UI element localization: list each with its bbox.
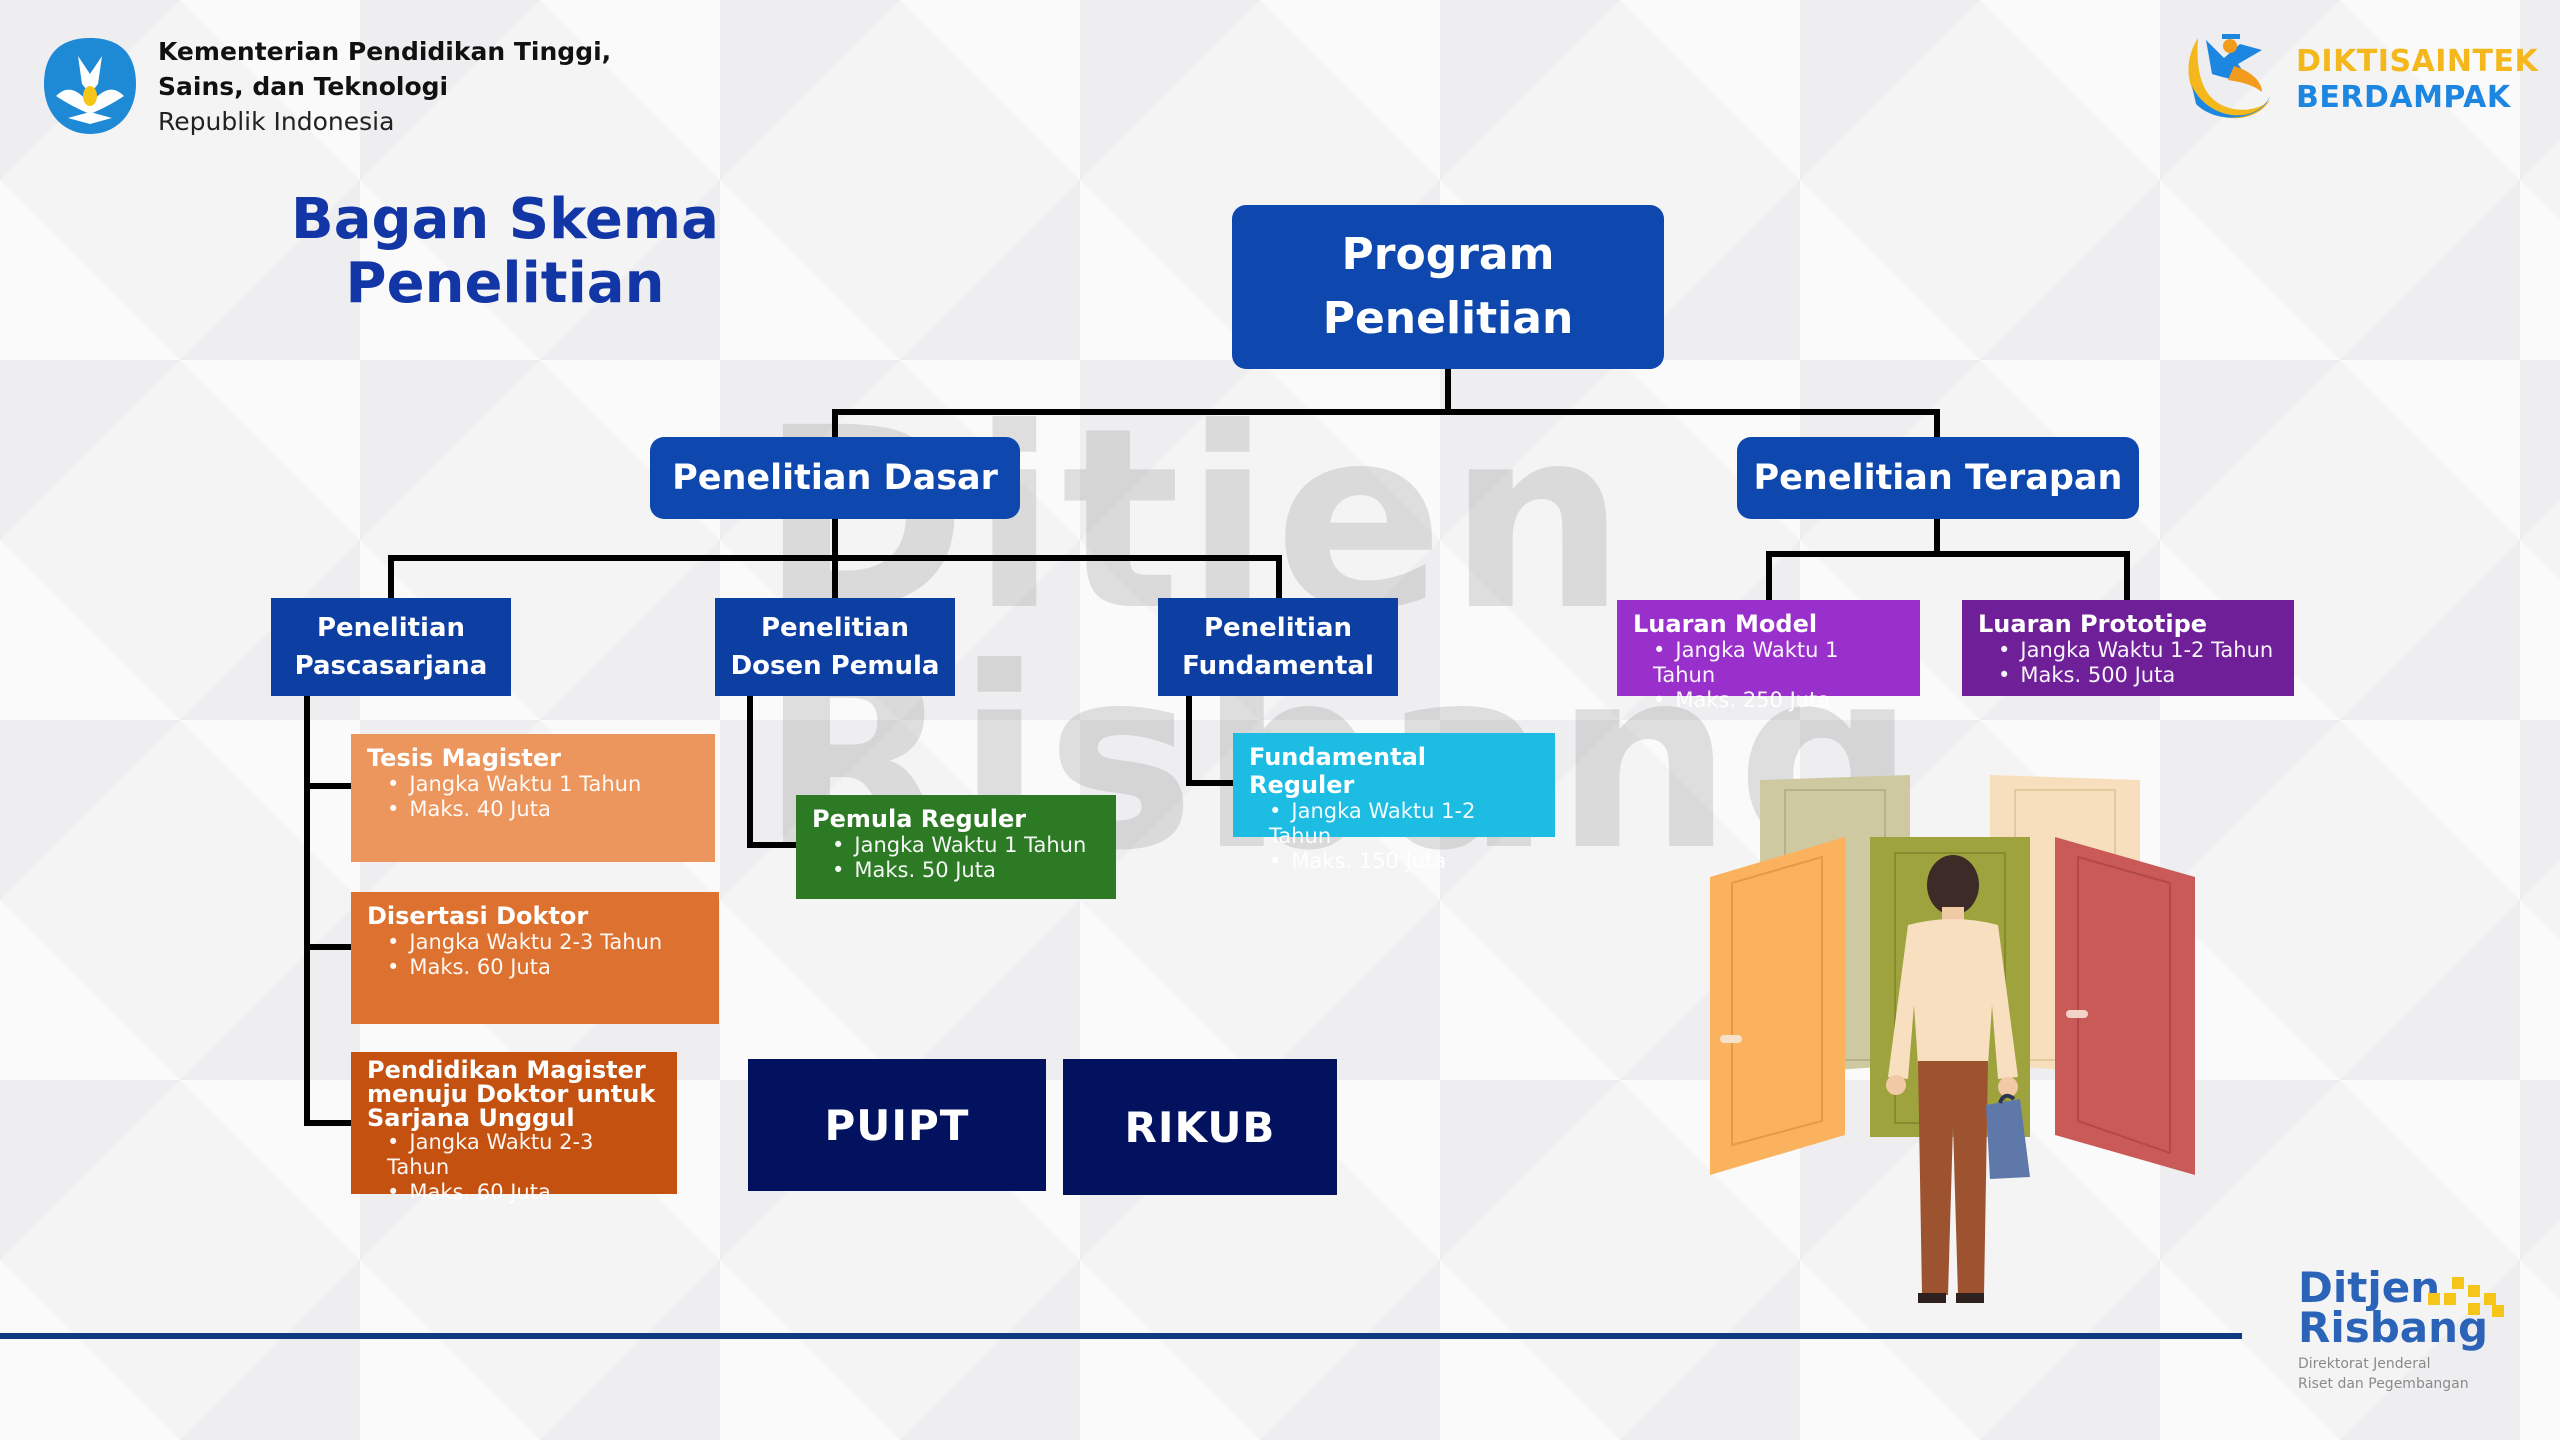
diktisaintek-figure-icon [2188,34,2270,119]
node-root-line2: Penelitian [1322,293,1574,344]
scheme-title-line1: Pendidikan Magister [367,1056,646,1084]
connector-to-pemula [747,842,797,848]
node-dosen-line2: Dosen Pemula [730,651,940,681]
connector-to-fundreg [1186,780,1234,786]
connector-to-luaran-prototipe [2124,551,2130,601]
program-puipt-label: PUIPT [824,1100,970,1150]
page-title: Bagan Skema Penelitian [240,188,770,316]
scheme-budget: Maks. 50 Juta [832,858,1100,883]
connector-to-dasar [832,409,838,439]
connector-root-down [1445,369,1451,413]
scheme-budget: Maks. 40 Juta [387,797,699,822]
scheme-duration: Jangka Waktu 1 Tahun [1653,638,1904,688]
scheme-tesis-magister: Tesis Magister Jangka Waktu 1 Tahun Maks… [351,734,715,862]
doors-illustration [1690,765,2290,1345]
node-root-line1: Program [1341,229,1555,280]
node-pasca-line1: Penelitian [316,613,466,643]
scheme-duration: Jangka Waktu 1 Tahun [832,833,1100,858]
page-title-line2: Penelitian [345,251,665,316]
footer-divider [0,1333,2242,1339]
scheme-budget: Maks. 150 Juta [1269,849,1539,874]
ministry-name-line2: Sains, dan Teknologi [158,72,449,101]
ditjen-sub2: Riset dan Pegembangan [2298,1376,2469,1392]
scheme-duration: Jangka Waktu 2-3 Tahun [387,1130,661,1180]
connector-fund-trunk [1186,696,1192,786]
node-program-penelitian: Program Penelitian [1232,205,1664,369]
node-penelitian-dasar-label: Penelitian Dasar [672,458,998,498]
connector-to-disertasi [304,944,352,950]
brand-name: DIKTISAINTEK BERDAMPAK [2296,44,2538,116]
ditjen-line2: Risbang [2298,1303,2489,1352]
scheme-duration: Jangka Waktu 1 Tahun [387,772,699,797]
ministry-name-line1: Kementerian Pendidikan Tinggi, [158,37,612,66]
tut-wuri-handayani-icon [44,38,136,134]
connector-level1-bar [832,409,1940,415]
scheme-title: Fundamental Reguler [1249,743,1427,799]
scheme-title-line3: Sarjana Unggul [367,1104,575,1132]
scheme-budget: Maks. 500 Juta [1998,663,2278,688]
node-penelitian-dosen-pemula: Penelitian Dosen Pemula [715,598,955,696]
connector-dosen-trunk [747,696,753,848]
scheme-title: Luaran Prototipe [1978,610,2208,638]
scheme-fundamental-reguler: Fundamental Reguler Jangka Waktu 1-2 Tah… [1233,733,1555,873]
node-penelitian-dasar: Penelitian Dasar [650,437,1020,519]
diktisaintek-logo [2178,30,2274,126]
connector-to-dosen [832,555,838,599]
node-penelitian-terapan-label: Penelitian Terapan [1753,458,2123,498]
connector-terapan-bar [1766,551,2130,557]
scheme-title: Tesis Magister [367,744,561,772]
scheme-duration: Jangka Waktu 1-2 Tahun [1269,799,1539,849]
scheme-title: Pemula Reguler [812,805,1027,833]
connector-to-pmdsu [304,1120,352,1126]
scheme-title: Luaran Model [1633,610,1818,638]
node-dosen-line1: Penelitian [760,613,910,643]
program-puipt: PUIPT [748,1059,1046,1191]
connector-to-luaran-model [1766,551,1772,601]
ditjen-line1: Ditjen [2298,1263,2441,1312]
connector-pasca-trunk [304,696,310,1126]
node-fund-line2: Fundamental [1182,651,1374,681]
program-rikub: RIKUB [1063,1059,1337,1195]
scheme-duration: Jangka Waktu 1-2 Tahun [1998,638,2278,663]
node-fund-line1: Penelitian [1203,613,1353,643]
ditjen-sub1: Direktorat Jenderal [2298,1356,2431,1372]
brand-name-line1: DIKTISAINTEK [2296,44,2539,79]
scheme-budget: Maks. 250 Juta [1653,688,1904,713]
node-penelitian-fundamental: Penelitian Fundamental [1158,598,1398,696]
node-pasca-line2: Pascasarjana [294,651,488,681]
ministry-country: Republik Indonesia [158,107,395,136]
program-rikub-label: RIKUB [1124,1102,1276,1152]
scheme-budget: Maks. 60 Juta [387,1180,661,1205]
scheme-pemula-reguler: Pemula Reguler Jangka Waktu 1 Tahun Maks… [796,795,1116,899]
ministry-name: Kementerian Pendidikan Tinggi, Sains, da… [158,34,611,139]
scheme-title-line2: menuju Doktor untuk [367,1080,656,1108]
scheme-budget: Maks. 60 Juta [387,955,703,980]
ditjen-pixel-mark-icon [2428,1275,2506,1325]
scheme-luaran-model: Luaran Model Jangka Waktu 1 Tahun Maks. … [1617,600,1920,712]
scheme-disertasi-doktor: Disertasi Doktor Jangka Waktu 2-3 Tahun … [351,892,719,1024]
connector-terapan-down [1934,519,1940,555]
ditjen-risbang-logo: Ditjen Risbang Direktorat Jenderal Riset… [2298,1263,2489,1394]
connector-dasar-down [832,519,838,559]
scheme-duration: Jangka Waktu 2-3 Tahun [387,930,703,955]
node-penelitian-terapan: Penelitian Terapan [1737,437,2139,519]
scheme-pmdsu: Pendidikan Magister menuju Doktor untuk … [351,1052,677,1204]
connector-to-pasca [388,555,394,599]
node-penelitian-pascasarjana: Penelitian Pascasarjana [271,598,511,696]
brand-name-line2: BERDAMPAK [2296,80,2511,115]
page-title-line1: Bagan Skema [291,187,719,252]
scheme-luaran-prototipe: Luaran Prototipe Jangka Waktu 1-2 Tahun … [1962,600,2294,696]
connector-to-terapan [1934,409,1940,439]
ministry-logo [38,34,142,138]
man-facing-doors-icon [1710,775,2195,1303]
connector-to-fund [1276,555,1282,599]
connector-to-tesis [304,783,352,789]
scheme-title: Disertasi Doktor [367,902,589,930]
